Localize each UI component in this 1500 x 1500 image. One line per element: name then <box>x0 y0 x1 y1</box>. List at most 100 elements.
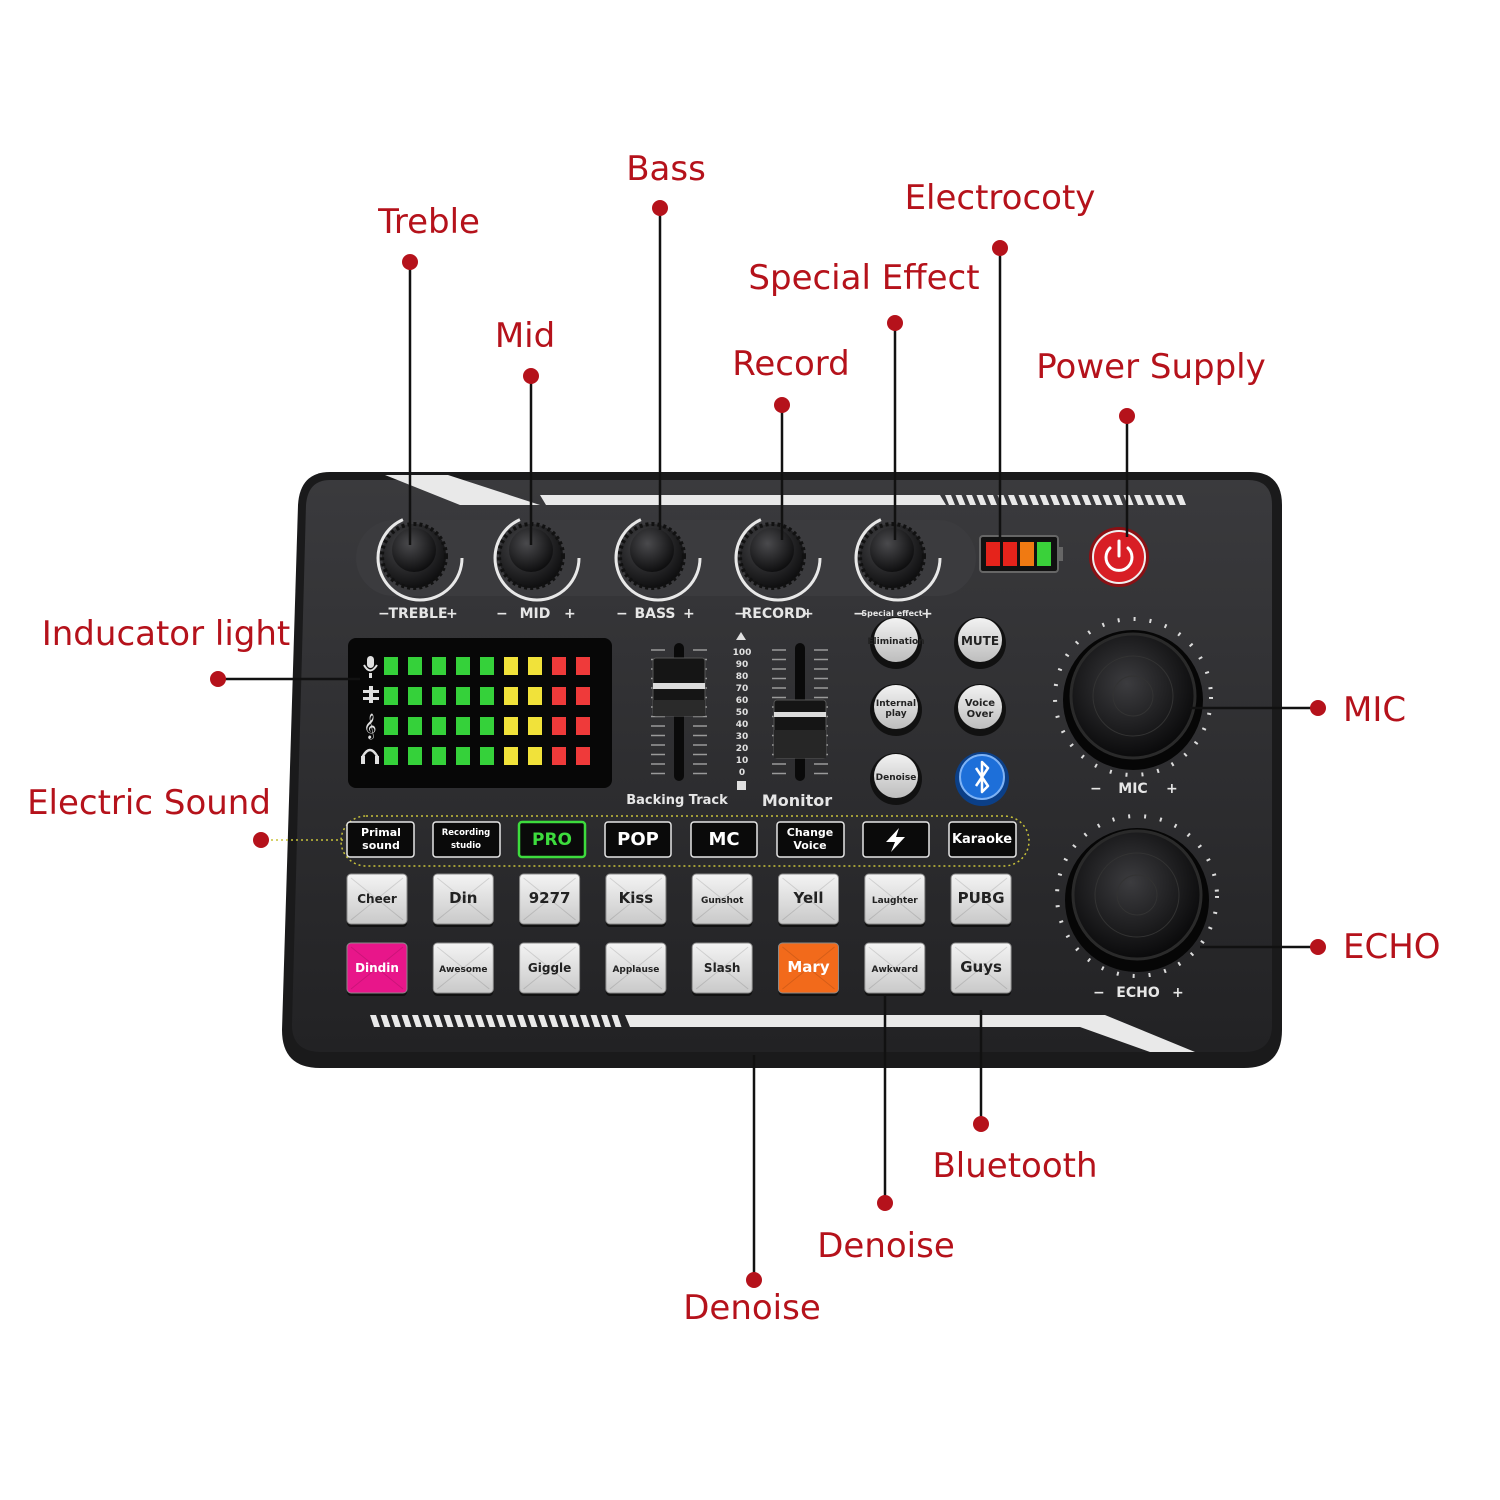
sound-pad-slash[interactable]: Slash <box>691 942 753 996</box>
bottom-dash <box>475 1015 485 1027</box>
battery-icon <box>979 535 1063 573</box>
top-dash <box>1018 495 1029 505</box>
bottom-dash <box>611 1015 622 1027</box>
treble-knob[interactable] <box>376 514 464 602</box>
scale-0: 0 <box>739 768 745 778</box>
monitor-fader[interactable] <box>772 643 828 781</box>
internal-play-button[interactable]: Internal play <box>870 684 922 736</box>
change-voice-label-2: Voice <box>793 839 826 852</box>
top-dash <box>1155 495 1165 505</box>
karaoke-button[interactable]: Karaoke <box>948 821 1017 858</box>
meter-cell <box>408 717 422 735</box>
elimination-label: Elimination <box>867 637 924 647</box>
pop-button[interactable]: POP <box>604 821 672 858</box>
backing-track-fader[interactable] <box>651 643 707 781</box>
callout-denoise-2: Denoise <box>683 1288 821 1328</box>
recording-studio-button[interactable]: Recording studio <box>432 821 501 858</box>
lightning-button[interactable] <box>862 821 930 858</box>
mic-knob[interactable] <box>1053 617 1213 777</box>
sound-pad-label: Applause <box>612 965 659 975</box>
recording-studio-label-2: studio <box>451 841 481 851</box>
power-button[interactable] <box>1089 527 1149 587</box>
bottom-dash <box>590 1015 601 1027</box>
meter-cell <box>432 687 446 705</box>
sound-pad-label: Gunshot <box>701 896 744 906</box>
sound-pad-dindin[interactable]: Dindin <box>346 942 408 996</box>
denoise-button[interactable]: Denoise <box>870 753 922 805</box>
elimination-button[interactable]: Elimination <box>867 617 925 669</box>
internal-play-label-1: Internal <box>876 699 916 709</box>
meter-cell <box>552 747 566 765</box>
sound-pad-label: Giggle <box>528 961 571 975</box>
sound-pad-mary[interactable]: Mary <box>778 942 839 996</box>
callout-special-effect: Special Effect <box>748 258 979 298</box>
mc-button[interactable]: MC <box>690 821 758 858</box>
sound-pad-din[interactable]: Din <box>432 873 494 927</box>
sound-pad-kiss[interactable]: Kiss <box>605 873 667 927</box>
scale-70: 70 <box>736 684 749 694</box>
meter-cell <box>552 687 566 705</box>
sound-pad-pubg[interactable]: PUBG <box>950 873 1012 927</box>
power-icon <box>1104 539 1134 572</box>
bottom-dash <box>412 1015 422 1027</box>
top-dash <box>1071 495 1081 505</box>
bottom-dash <box>569 1015 580 1027</box>
mic-plus: + <box>1166 781 1178 797</box>
sound-pad-guys[interactable]: Guys <box>950 942 1012 996</box>
sound-pad-cheer[interactable]: Cheer <box>346 873 408 927</box>
mid-knob-label: MID <box>520 606 551 622</box>
sound-pad-label: Awesome <box>439 965 487 975</box>
bass-plus: + <box>683 606 695 622</box>
sound-pad-label: Slash <box>704 961 741 975</box>
bottom-dash <box>559 1015 569 1027</box>
callout-electrocoty: Electrocoty <box>905 178 1096 218</box>
primal-sound-button[interactable]: Primal sound <box>346 821 415 858</box>
special-effect-knob[interactable] <box>854 514 942 602</box>
sound-pad-gunshot[interactable]: Gunshot <box>691 873 753 927</box>
top-dash <box>1008 495 1018 505</box>
top-dash <box>1165 495 1176 505</box>
scale-30: 30 <box>736 732 749 742</box>
echo-knob[interactable] <box>1055 814 1219 978</box>
sound-pad-label: Yell <box>793 889 824 907</box>
scale-90: 90 <box>736 660 749 670</box>
sound-pad-label: Cheer <box>357 892 397 906</box>
scale-50: 50 <box>736 708 749 718</box>
sound-pad-awkward[interactable]: Awkward <box>864 942 926 996</box>
sound-pad-label: Awkward <box>872 965 919 975</box>
scale-20: 20 <box>736 744 749 754</box>
voice-over-button[interactable]: Voice Over <box>954 684 1006 736</box>
mute-button[interactable]: MUTE <box>954 617 1006 669</box>
meter-cell <box>456 687 470 705</box>
callout-mic: MIC <box>1343 690 1406 730</box>
callout-power-supply: Power Supply <box>1036 347 1265 387</box>
echo-plus: + <box>1172 985 1184 1001</box>
mixer-icon <box>363 686 379 703</box>
sound-pad-giggle[interactable]: Giggle <box>519 942 581 996</box>
mode-button-outline <box>340 815 1030 867</box>
sound-pad-applause[interactable]: Applause <box>605 942 667 996</box>
pro-button[interactable]: PRO <box>517 820 587 859</box>
bottom-dash <box>506 1015 517 1027</box>
meter-cell <box>480 657 494 675</box>
scale-80: 80 <box>736 672 749 682</box>
record-plus: + <box>802 606 814 622</box>
top-stripes <box>540 495 946 505</box>
bottom-dash <box>601 1015 611 1027</box>
record-knob[interactable] <box>734 514 822 602</box>
bass-knob[interactable] <box>614 514 702 602</box>
meter-cell <box>408 747 422 765</box>
special-effect-knob-label: Special effect <box>861 609 922 618</box>
bottom-dash <box>391 1015 401 1027</box>
bluetooth-button[interactable] <box>955 752 1009 806</box>
sound-pad-awesome[interactable]: Awesome <box>432 942 494 996</box>
callout-indicator-light: Inducator light <box>42 614 291 654</box>
mic-icon <box>363 656 378 678</box>
top-dash <box>1113 495 1123 505</box>
meter-cell <box>576 747 590 765</box>
sound-pad-laughter[interactable]: Laughter <box>864 873 926 927</box>
change-voice-button[interactable]: Change Voice <box>776 821 845 858</box>
special-effect-plus: + <box>921 606 933 622</box>
sound-pad-9277[interactable]: 9277 <box>519 873 581 927</box>
sound-pad-yell[interactable]: Yell <box>778 873 839 927</box>
